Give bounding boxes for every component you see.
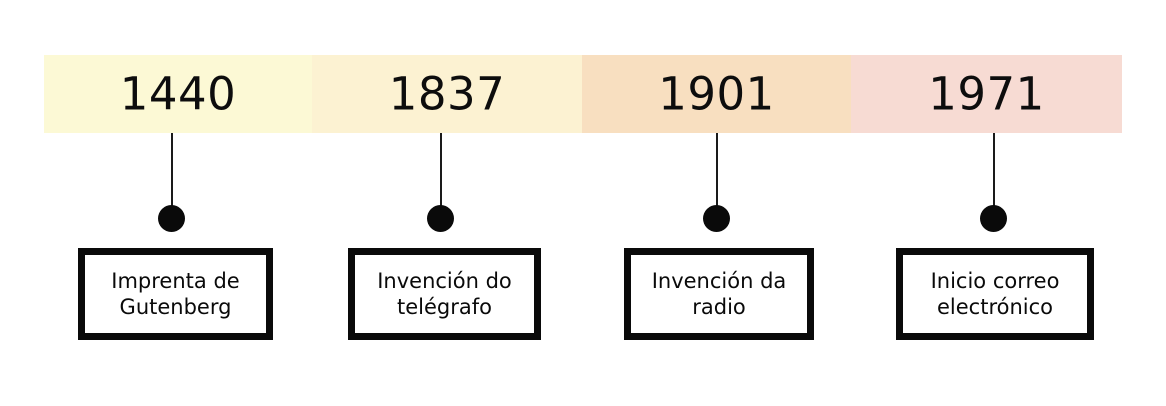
timeline-dot-1971	[980, 205, 1007, 232]
timeline-year-1901: 1901	[658, 67, 775, 121]
timeline-dot-1837	[427, 205, 454, 232]
connector-line-1440	[171, 133, 173, 209]
event-label-radio: Invención da radio	[651, 268, 787, 319]
connector-line-1901	[716, 133, 718, 209]
timeline-band-1837: 1837	[312, 55, 582, 133]
event-box-radio: Invención da radio	[624, 248, 814, 340]
timeline-band-strip: 1440 1837 1901 1971	[44, 55, 1122, 133]
event-box-gutenberg: Imprenta de Gutenberg	[78, 248, 273, 340]
event-label-correo-electronico: Inicio correo electrónico	[930, 268, 1060, 319]
timeline-year-1837: 1837	[388, 67, 506, 121]
timeline-year-1971: 1971	[928, 67, 1045, 121]
connector-line-1837	[440, 133, 442, 209]
timeline-band-1971: 1971	[851, 55, 1122, 133]
timeline-band-1440: 1440	[44, 55, 312, 133]
connector-line-1971	[993, 133, 995, 209]
timeline-dot-1440	[158, 205, 185, 232]
timeline-year-1440: 1440	[119, 67, 237, 121]
timeline-dot-1901	[703, 205, 730, 232]
event-label-gutenberg: Imprenta de Gutenberg	[111, 268, 240, 319]
event-box-telegrafo: Invención do telégrafo	[348, 248, 541, 340]
timeline-band-1901: 1901	[582, 55, 851, 133]
event-label-telegrafo: Invención do telégrafo	[377, 268, 512, 319]
event-box-correo-electronico: Inicio correo electrónico	[896, 248, 1094, 340]
